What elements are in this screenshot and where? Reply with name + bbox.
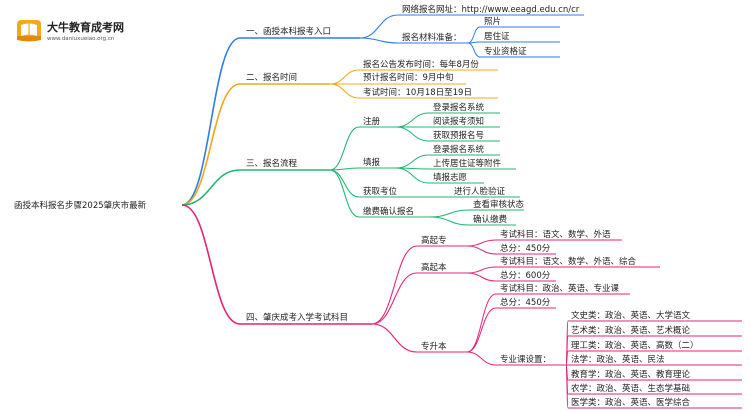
branch-4-label: 四、肇庆成考入学考试科目	[246, 312, 348, 323]
mindmap-links	[181, 14, 569, 409]
materials-label: 报名材料准备：	[402, 32, 462, 43]
step-connector-4	[329, 169, 360, 218]
root-topic: 函授本科报名步骤2025肇庆市最新	[14, 200, 147, 211]
major-education: 教育学：政治、英语、教育理论	[571, 369, 691, 380]
website-connector	[359, 14, 399, 39]
time-connector-3	[329, 83, 360, 99]
materials-connector	[359, 37, 399, 44]
exam-time: 考试时间：10月18日至19日	[363, 87, 472, 98]
logo-url: www.daniuxueiao.org.cn	[47, 36, 115, 42]
fill-sub-connector-3	[395, 167, 430, 184]
step-connector-1	[329, 126, 360, 171]
mindmap-underlines	[240, 14, 742, 409]
level-gaoqiben: 高起本	[421, 262, 447, 273]
level-connector-3	[371, 323, 418, 353]
branch-3-label: 三、报名流程	[246, 158, 298, 169]
branch-1-label: 一、函授本科报考入口	[246, 26, 331, 37]
branch-1-connector	[181, 37, 241, 206]
major-science-engineering: 理工类：政治、英语、高数（二）	[571, 340, 699, 351]
material-item-connector-1	[467, 26, 481, 44]
major-law: 法学：政治、英语、民法	[571, 354, 665, 365]
pay-check-status: 查看审核状态	[473, 199, 525, 210]
step-fill: 填报	[363, 157, 381, 168]
book-icon	[17, 20, 41, 42]
gaoqiben-total: 总分：600分	[500, 270, 551, 281]
major-agriculture: 农学：政治、英语、生态学基础	[571, 383, 690, 394]
material-photo: 照片	[484, 16, 501, 27]
branch-3-connector	[181, 169, 241, 206]
pay-sub-connector-1	[429, 209, 470, 218]
branch-2-label: 二、报名时间	[246, 72, 297, 83]
gaoqizhuan-subjects: 考试科目：语文、数学、外语	[500, 229, 611, 240]
step-pay-confirm: 缴费确认报名	[363, 206, 414, 217]
register-get-number: 获取预报名号	[433, 130, 484, 141]
material-qualification: 专业资格证	[484, 46, 527, 57]
level-connector-1	[371, 245, 418, 325]
register-sub-connector-3	[395, 126, 430, 142]
logo-title: 大牛教育成考网	[47, 20, 124, 34]
seat-face-verify: 进行人脸验证	[454, 186, 506, 197]
branch-2-connector	[181, 83, 241, 206]
zsb-sub-connector-2	[466, 307, 497, 353]
branch-4-connector	[181, 204, 241, 325]
fill-choice: 填报志愿	[433, 172, 468, 183]
major-connector-7	[565, 364, 569, 409]
register-login: 登录报名系统	[433, 102, 485, 113]
zsb-total: 总分：450分	[500, 297, 551, 308]
zsb-sub-connector-3	[466, 351, 497, 366]
gqb-sub-connector-1	[466, 266, 497, 274]
gqz-sub-connector-2	[466, 245, 497, 255]
zsb-subjects: 考试科目：政治、英语、专业课	[500, 283, 620, 294]
time-connector-1	[329, 69, 360, 85]
major-arts: 艺术类：政治、英语、艺术概论	[571, 325, 691, 336]
fill-login: 登录报名系统	[433, 144, 485, 155]
entry-website: 网络报名网址：http://www.eeagd.edu.cn/cr	[402, 4, 580, 15]
announcement-time: 报名公告发布时间：每年8月份	[363, 59, 479, 70]
gaoqiben-subjects: 考试科目：语文、数学、外语、综合	[500, 256, 637, 267]
gqz-sub-connector-1	[466, 239, 497, 247]
material-residence-permit: 居住证	[484, 31, 510, 42]
fill-upload: 上传居住证等附件	[433, 158, 502, 169]
material-item-connector-3	[467, 42, 481, 58]
site-logo[interactable]: 大牛教育成考网 www.daniuxueiao.org.cn	[17, 20, 124, 42]
level-connector-2	[371, 272, 418, 325]
level-zhuanshengben: 专升本	[421, 341, 447, 352]
gaoqizhuan-total: 总分：450分	[500, 243, 551, 254]
step-get-seat: 获取考位	[363, 186, 398, 197]
fill-sub-connector-1	[395, 154, 430, 169]
step-register: 注册	[363, 116, 381, 127]
register-sub-connector-1	[395, 112, 430, 128]
pay-sub-connector-2	[429, 216, 470, 226]
major-medicine: 医学类：政治、英语、医学综合	[571, 397, 691, 408]
register-read-notice: 阅读报考须知	[433, 116, 484, 127]
major-literature-history: 文史类：政治、英语、大学语文	[571, 310, 691, 321]
zsb-sub-connector-1	[466, 293, 497, 353]
level-gaoqizhuan: 高起专	[421, 235, 447, 246]
zsb-major-settings: 专业课设置：	[500, 354, 551, 365]
pay-confirm-fee: 确认缴费	[473, 214, 508, 225]
gqb-sub-connector-2	[466, 272, 497, 282]
registration-time: 预计报名时间：9月中旬	[363, 72, 453, 83]
